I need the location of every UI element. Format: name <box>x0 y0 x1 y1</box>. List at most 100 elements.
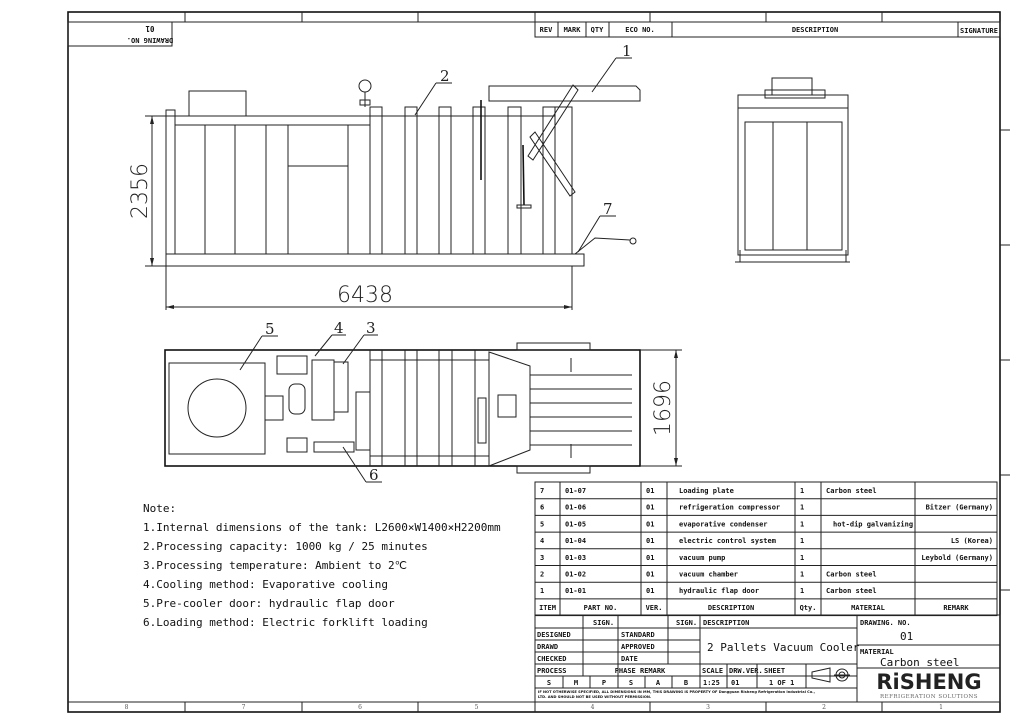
zone-label: 3 <box>706 704 710 711</box>
zone-label: 8 <box>125 704 129 711</box>
sheet-value: 1 OF 1 <box>769 679 794 687</box>
phase-remark-label: PHASE REMARK <box>615 667 666 675</box>
cell-qty: 1 <box>800 571 804 579</box>
header-description: DESCRIPTION <box>708 604 754 612</box>
approved-label: APPROVED <box>621 643 655 651</box>
phase-s: S <box>547 679 551 687</box>
side-view <box>165 79 641 267</box>
header-item: ITEM <box>539 604 556 612</box>
material-title-label: MATERIAL <box>860 648 894 656</box>
note-2: 2.Processing capacity: 1000 kg / 25 minu… <box>143 540 428 553</box>
phase-p: P <box>602 679 606 687</box>
cell-ver: 01 <box>646 571 654 579</box>
cell-item: 5 <box>540 520 544 528</box>
disclaimer-line-1: IF NOT OTHERWISE SPECIFIED, ALL DIMENSIO… <box>538 690 815 694</box>
cell-material: Carbon steel <box>826 487 877 495</box>
cell-qty: 1 <box>800 487 804 495</box>
material-title-value: Carbon steel <box>880 656 959 669</box>
cell-item: 4 <box>540 537 544 545</box>
drw-ver-label: DRW.VER. <box>729 667 763 675</box>
cell-description: vacuum chamber <box>679 571 738 579</box>
process-label: PROCESS <box>537 667 567 675</box>
header-remark: REMARK <box>943 604 969 612</box>
description-header: DESCRIPTION <box>792 26 838 34</box>
zone-label: 4 <box>591 704 595 711</box>
cell-ver: 01 <box>646 554 654 562</box>
revision-block: REV MARK QTY ECO NO. DESCRIPTION SIGNATU… <box>534 21 1001 38</box>
rev-header: REV <box>540 26 553 34</box>
phase-m: M <box>574 679 578 687</box>
cell-ver: 01 <box>646 587 654 595</box>
note-1: 1.Internal dimensions of the tank: L2600… <box>143 521 501 534</box>
note-3: 3.Processing temperature: Ambient to 2℃ <box>143 559 407 572</box>
cell-part-no: 01-06 <box>565 504 586 512</box>
signature-header: SIGNATURE <box>960 27 998 35</box>
cell-qty: 1 <box>800 504 804 512</box>
top-width-dimension: 1696 <box>640 349 682 467</box>
cell-material: Carbon steel <box>826 587 877 595</box>
eco-header: ECO NO. <box>625 26 655 34</box>
phase-s2: S <box>629 679 633 687</box>
drawing-no-title-label: DRAWING. NO. <box>860 619 911 627</box>
balloon-5: 5 <box>265 320 275 338</box>
company-tagline: REFRIGERATION SOLUTIONS <box>880 694 978 700</box>
standard-label: STANDARD <box>621 631 655 639</box>
drawing-description: 2 Pallets Vacuum Cooler <box>707 641 860 654</box>
leaders <box>239 57 632 483</box>
cell-material: Carbon steel <box>826 571 877 579</box>
cell-remark: LS (Korea) <box>951 537 993 545</box>
phase-a: A <box>656 679 661 687</box>
cell-remark: Bitzer (Germany) <box>926 504 993 512</box>
drawing-no-value: 01 <box>145 24 155 33</box>
cell-ver: 01 <box>646 520 654 528</box>
date-label: DATE <box>621 655 638 663</box>
cell-description: vacuum pump <box>679 554 725 562</box>
header-material: MATERIAL <box>851 604 885 612</box>
sign-label-2: SIGN. <box>676 619 697 627</box>
cell-qty: 1 <box>800 520 804 528</box>
side-height-dimension: 2356 <box>128 115 166 267</box>
side-length-dimension: 6438 <box>165 266 573 310</box>
header-part-no: PART NO. <box>584 604 618 612</box>
cell-part-no: 01-03 <box>565 554 586 562</box>
company-logo: RiSHENG <box>876 670 981 694</box>
cell-description: refrigeration compressor <box>679 504 780 512</box>
cell-part-no: 01-02 <box>565 571 586 579</box>
cell-remark: Leybold (Germany) <box>921 554 993 562</box>
checked-label: CHECKED <box>537 655 567 663</box>
balloon-3: 3 <box>366 319 376 337</box>
notes: Note: 1.Internal dimensions of the tank:… <box>143 502 501 629</box>
projection-symbol-icon <box>811 667 850 683</box>
drawing-no-box: DRAWING NO. 01 <box>67 21 173 47</box>
note-4: 4.Cooling method: Evaporative cooling <box>143 578 388 591</box>
balloon-6: 6 <box>369 466 379 484</box>
end-view <box>735 77 850 263</box>
title-block: SIGN. SIGN. DESIGNED DRAWD CHECKED PROCE… <box>534 614 1001 703</box>
cell-qty: 1 <box>800 554 804 562</box>
dimension-2356: 2356 <box>128 163 153 219</box>
cell-qty: 1 <box>800 537 804 545</box>
note-6: 6.Loading method: Electric forklift load… <box>143 616 428 629</box>
zone-label: 5 <box>475 704 479 711</box>
cell-material: hot-dip galvanizing <box>833 520 913 528</box>
parts-table-row: 3 01-03 01 vacuum pump 1 Leybold (Germany) <box>540 554 993 562</box>
cell-qty: 1 <box>800 587 804 595</box>
drawing-no-label: DRAWING NO. <box>127 36 173 44</box>
notes-title: Note: <box>143 502 176 515</box>
description-label: DESCRIPTION <box>703 619 749 627</box>
sign-label-1: SIGN. <box>593 619 614 627</box>
phase-b: B <box>684 679 688 687</box>
cell-description: evaporative condenser <box>679 520 768 528</box>
balloon-4: 4 <box>334 319 344 337</box>
balloon-7: 7 <box>603 200 613 218</box>
cell-item: 3 <box>540 554 544 562</box>
cell-description: hydraulic flap door <box>679 587 759 595</box>
sheet-label: SHEET <box>764 667 785 675</box>
zone-label: 7 <box>242 704 246 711</box>
